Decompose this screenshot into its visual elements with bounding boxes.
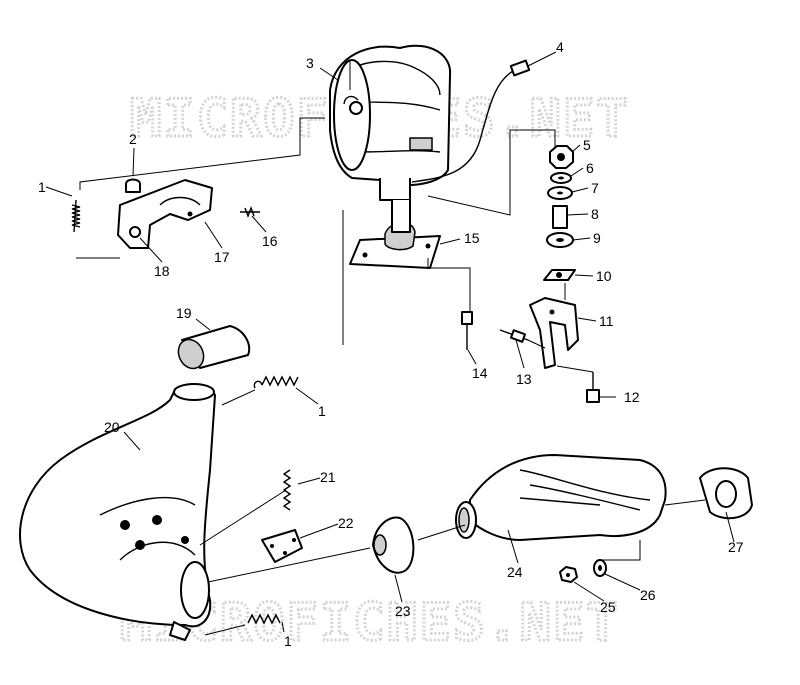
cone-seal-23 — [372, 516, 415, 574]
callout-3: 3 — [306, 55, 314, 71]
callout-1b: 1 — [318, 403, 326, 419]
bolt-12 — [586, 372, 600, 403]
callout-19: 19 — [176, 305, 192, 321]
callout-9: 9 — [593, 230, 601, 246]
connection-lines — [76, 60, 706, 636]
silencer-box — [329, 44, 452, 201]
callout-23: 23 — [395, 603, 411, 619]
callout-8: 8 — [591, 206, 599, 222]
pin-13 — [499, 329, 529, 343]
callout-15: 15 — [464, 230, 480, 246]
sensor-wire — [411, 59, 531, 183]
callout-21: 21 — [320, 469, 336, 485]
gasket-27 — [699, 467, 753, 520]
callout-25: 25 — [600, 599, 616, 615]
bolt-14 — [461, 311, 473, 350]
callout-16: 16 — [262, 233, 278, 249]
hardware-stack — [543, 145, 576, 281]
callout-20: 20 — [104, 419, 120, 435]
spring-upper — [253, 375, 299, 389]
callout-leaders — [45, 51, 735, 633]
callout-22: 22 — [338, 515, 354, 531]
callout-11: 11 — [599, 313, 614, 329]
callout-6: 6 — [586, 160, 594, 176]
callout-17: 17 — [214, 249, 230, 265]
nut-25 — [559, 566, 578, 583]
base-plate — [349, 200, 441, 269]
callout-2: 2 — [129, 131, 137, 147]
washer-26 — [593, 559, 607, 577]
expansion-pipe — [19, 383, 216, 641]
callout-13: 13 — [516, 371, 532, 387]
callout-4: 4 — [556, 39, 564, 55]
callout-1c: 1 — [284, 633, 292, 649]
callout-14: 14 — [472, 365, 488, 381]
plate-22 — [261, 529, 303, 563]
callout-12: 12 — [624, 389, 640, 405]
muffler-24 — [455, 454, 667, 541]
callout-18: 18 — [154, 263, 170, 279]
mount-bracket — [529, 297, 579, 369]
coupler-19 — [177, 325, 250, 370]
callout-10: 10 — [596, 268, 612, 284]
callout-5: 5 — [583, 137, 591, 153]
callout-labels: 1 2 3 4 5 6 7 8 9 10 11 12 13 14 15 16 1… — [38, 39, 744, 649]
left-bracket — [71, 178, 260, 249]
spring-21 — [282, 469, 292, 511]
spring-lower — [247, 613, 281, 625]
callout-7: 7 — [591, 180, 599, 196]
callout-27: 27 — [728, 539, 744, 555]
callout-1a: 1 — [38, 179, 46, 195]
callout-24: 24 — [507, 564, 523, 580]
callout-26: 26 — [640, 587, 656, 603]
